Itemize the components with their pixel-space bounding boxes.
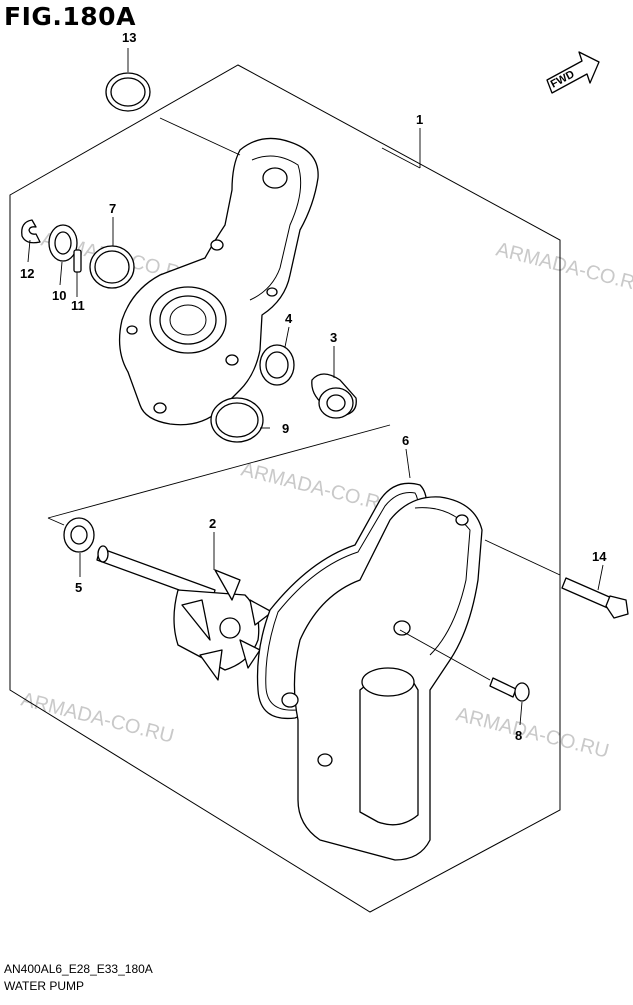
figure-name: WATER PUMP <box>4 979 84 993</box>
callout-9: 9 <box>282 421 289 436</box>
water-pump-housing <box>281 496 483 861</box>
part-12-clip <box>21 219 41 244</box>
part-7-o-ring <box>89 245 135 289</box>
callout-7: 7 <box>109 201 116 216</box>
callout-8: 8 <box>515 728 522 743</box>
watermark-3: ARMADA-CO.RU <box>239 459 396 518</box>
part-3-mechanical-seal <box>311 373 357 419</box>
callouts: 13 1 7 12 10 11 4 3 9 6 2 5 14 8 <box>20 30 607 743</box>
callout-5: 5 <box>75 580 82 595</box>
callout-12: 12 <box>20 266 34 281</box>
leader-lines <box>27 48 604 726</box>
callout-3: 3 <box>330 330 337 345</box>
watermark-4: ARMADA-CO.RU <box>19 689 176 748</box>
part-14-bolt <box>561 577 629 619</box>
assembly-frame <box>9 64 561 913</box>
part-5-washer <box>63 517 95 553</box>
fwd-arrow-icon: FWD <box>546 51 600 94</box>
watermark-2: ARMADA-CO.RU <box>494 239 633 298</box>
part-11-pin <box>73 249 82 273</box>
part-9-o-ring <box>210 397 264 443</box>
callout-4: 4 <box>285 311 293 326</box>
callout-13: 13 <box>122 30 136 45</box>
watermark-5: ARMADA-CO.RU <box>454 704 611 763</box>
callout-1: 1 <box>416 112 423 127</box>
part-8-bolt <box>489 677 530 702</box>
callout-6: 6 <box>402 433 409 448</box>
callout-14: 14 <box>592 549 607 564</box>
part-4-oil-seal <box>259 344 295 386</box>
part-13-o-ring <box>105 72 151 112</box>
callout-10: 10 <box>52 288 66 303</box>
figure-title: FIG.180A <box>4 2 136 31</box>
part-2-impeller-shaft <box>96 545 273 681</box>
figure-code: AN400AL6_E28_E33_180A <box>4 962 153 976</box>
part-1-pump-cover <box>118 137 319 426</box>
part-10-seal <box>48 224 78 262</box>
callout-2: 2 <box>209 516 216 531</box>
callout-11: 11 <box>71 298 85 313</box>
